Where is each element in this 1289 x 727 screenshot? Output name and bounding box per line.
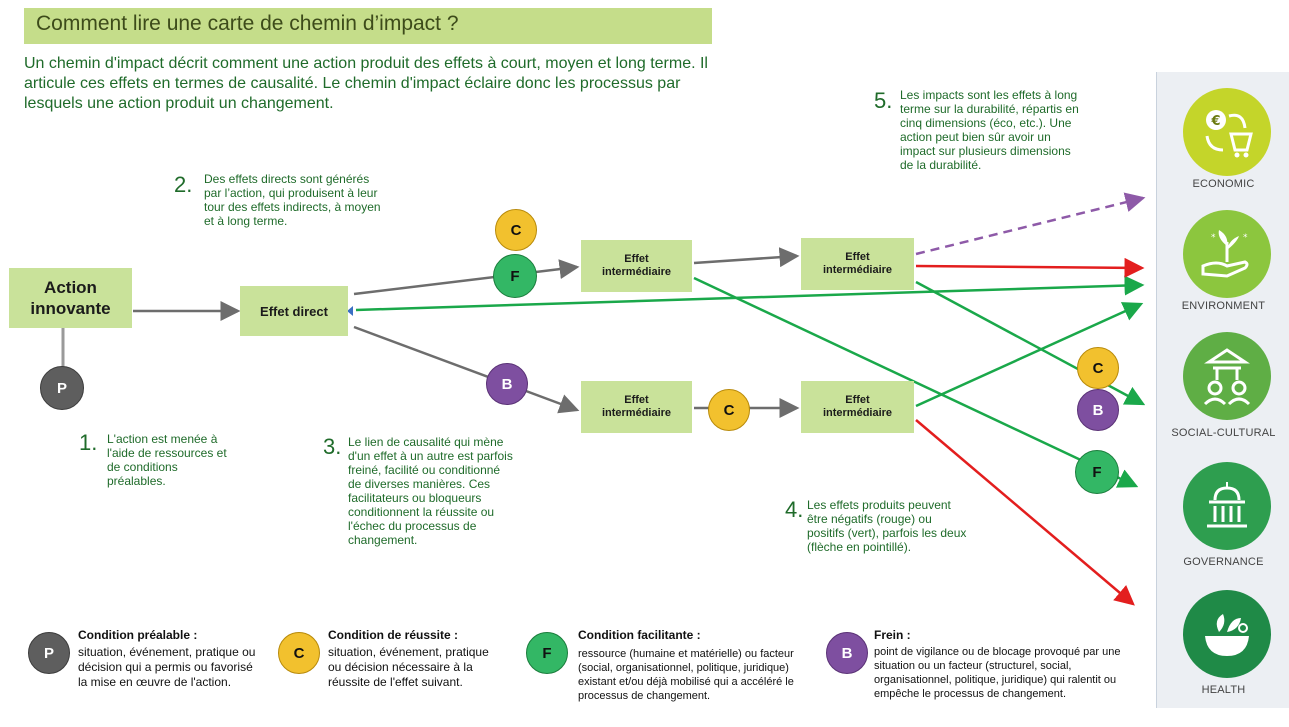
inter2-line2: intermédiaire	[822, 264, 893, 276]
legend-marker-b: B	[826, 632, 868, 674]
step-4-text: Les effets produits peuvent être négatif…	[807, 498, 967, 554]
step-3-number: 3.	[323, 434, 342, 459]
marker-p-condition-prealable: P	[40, 366, 84, 410]
svg-text:*: *	[1243, 233, 1248, 243]
marker-b-frein-2: B	[1077, 389, 1119, 431]
marker-c-condition-reussite-1: C	[495, 209, 537, 251]
marker-f-condition-facilitante-2: F	[1075, 450, 1119, 494]
dimension-label-health: HEALTH	[1201, 684, 1246, 696]
health-icon	[1183, 590, 1271, 678]
dimension-label-environment: ENVIRONMENT	[1181, 300, 1266, 312]
social-cultural-icon	[1183, 332, 1271, 420]
sustainability-dimensions-sidebar: € ECONOMIC * * ENVIRONMENT	[1156, 72, 1289, 708]
environment-icon: * *	[1183, 210, 1271, 298]
effet-direct-label: Effet direct	[260, 303, 328, 319]
arrow-direct-to-inter1	[353, 259, 580, 296]
arrow-inter1-to-inter2	[693, 247, 800, 268]
legend-title-condition-reussite: Condition de réussite :	[328, 628, 459, 642]
legend-marker-p: P	[28, 632, 70, 674]
small-arrow-tip	[347, 306, 353, 316]
step-1-text: L'action est menée à l'aide de ressource…	[107, 432, 227, 488]
arrow-inter4-to-health-negative	[915, 419, 1135, 606]
arrow-inter4-to-environment	[915, 302, 1144, 408]
governance-icon	[1183, 462, 1271, 550]
legend-text-condition-reussite: situation, événement, pratique ou décisi…	[328, 645, 489, 689]
step-2-text: Des effets directs sont générés par l’ac…	[204, 172, 381, 228]
action-line2: innovante	[30, 299, 111, 318]
step-1-number: 1.	[79, 430, 98, 455]
action-innovante-box: Action innovante	[9, 268, 132, 328]
svg-text:*: *	[1211, 233, 1216, 243]
step-4-number: 4.	[785, 497, 804, 522]
legend-text-condition-facilitante: ressource (humaine et matérielle) ou fac…	[578, 648, 794, 702]
svg-text:€: €	[1210, 114, 1220, 129]
arrow-inter1-to-health	[693, 276, 1139, 488]
effet-direct-box: Effet direct	[240, 286, 348, 336]
inter4-line1: Effet	[845, 394, 870, 406]
page-title: Comment lire une carte de chemin d’impac…	[36, 12, 459, 35]
intro-paragraph: Un chemin d'impact décrit comment une ac…	[24, 55, 708, 112]
legend-text-frein: point de vigilance ou de blocage provoqu…	[874, 646, 1121, 700]
inter2-line1: Effet	[845, 251, 870, 263]
title-bar	[24, 8, 712, 44]
arrow-inter2-to-economic-dashed	[915, 192, 1146, 256]
marker-c-condition-reussite-2: C	[708, 389, 750, 431]
legend-marker-f: F	[526, 632, 568, 674]
marker-c-condition-reussite-3: C	[1077, 347, 1119, 389]
inter3-line2: intermédiaire	[601, 407, 672, 419]
inter1-line1: Effet	[624, 253, 649, 265]
step-5-number: 5.	[874, 88, 893, 113]
step-3-text: Le lien de causalité qui mène d'un effet…	[348, 435, 513, 547]
step-5-text: Les impacts sont les effets à long terme…	[900, 88, 1079, 172]
legend-title-condition-prealable: Condition préalable :	[78, 628, 198, 642]
legend-title-frein: Frein :	[874, 628, 911, 642]
step-2-number: 2.	[174, 172, 193, 197]
action-line1: Action	[44, 278, 97, 297]
arrow-inter2-to-environment-negative	[915, 257, 1145, 278]
dimension-label-economic: ECONOMIC	[1192, 178, 1255, 190]
legend-title-condition-facilitante: Condition facilitante :	[578, 628, 701, 642]
marker-b-frein-1: B	[486, 363, 528, 405]
inter3-line1: Effet	[624, 394, 649, 406]
legend-text-condition-prealable: situation, événement, pratique ou décisi…	[78, 645, 256, 689]
legend-marker-c: C	[278, 632, 320, 674]
marker-f-condition-facilitante-1: F	[493, 254, 537, 298]
inter4-line2: intermédiaire	[822, 407, 893, 419]
dimension-label-governance: GOVERNANCE	[1183, 556, 1264, 568]
inter1-line2: intermédiaire	[601, 266, 672, 278]
economic-icon: €	[1183, 88, 1271, 176]
arrow-direct-to-inter3	[353, 325, 580, 414]
dimension-label-social-cultural: SOCIAL-CULTURAL	[1171, 427, 1276, 439]
arrow-direct-to-environment	[355, 275, 1145, 312]
